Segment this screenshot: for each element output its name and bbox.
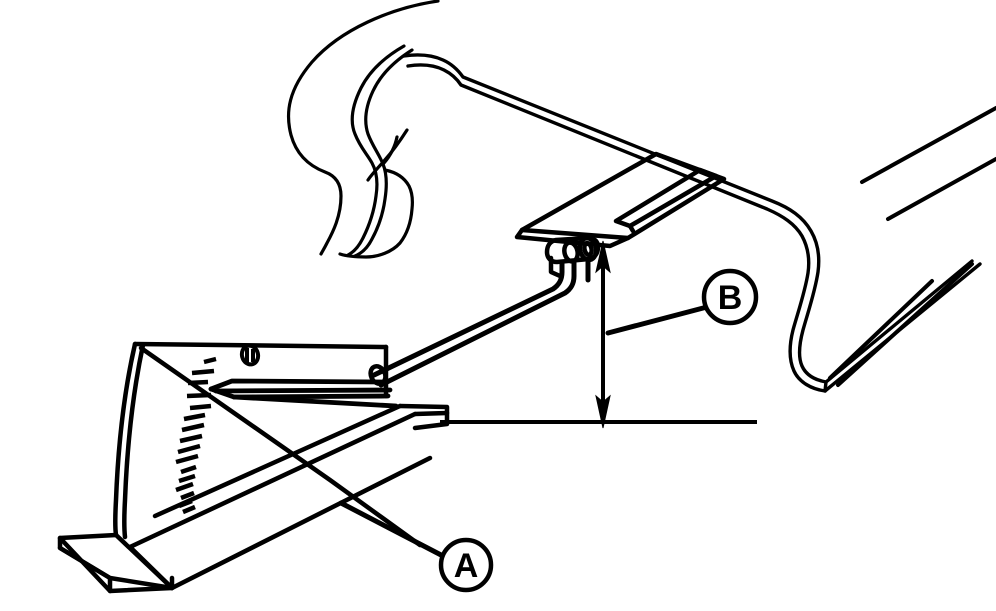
edge-line-upper bbox=[860, 106, 996, 221]
curved-rail bbox=[402, 53, 982, 393]
connecting-link bbox=[369, 259, 591, 388]
callout-b[interactable]: B bbox=[605, 268, 759, 336]
pointer-arm bbox=[208, 378, 399, 409]
edge-line-lower bbox=[828, 262, 974, 387]
link-eye bbox=[368, 364, 388, 386]
upholstery-edge bbox=[286, 0, 440, 259]
gauge-stand bbox=[57, 341, 450, 594]
callout-b-leader bbox=[605, 304, 710, 336]
graduated-scale bbox=[175, 356, 217, 515]
pivot-rivet bbox=[239, 343, 261, 367]
height-dimension-arrow bbox=[595, 240, 611, 429]
bracket-plate bbox=[514, 151, 727, 249]
callout-a-circle[interactable] bbox=[438, 537, 494, 593]
callout-b-label: B bbox=[718, 279, 743, 317]
callout-b-circle[interactable] bbox=[701, 268, 759, 326]
callout-a-label: A bbox=[454, 547, 479, 585]
callout-a-leader bbox=[338, 500, 446, 559]
hinge-pivot bbox=[544, 235, 601, 279]
callout-a[interactable]: A bbox=[338, 500, 494, 593]
